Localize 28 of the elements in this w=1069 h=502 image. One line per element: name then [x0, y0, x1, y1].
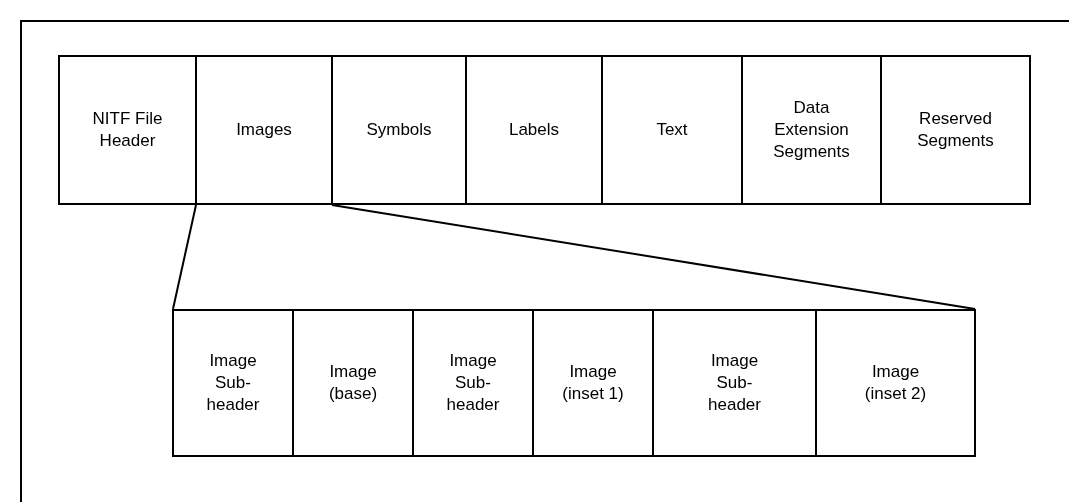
- segment-box: [292, 309, 414, 457]
- segment-box: [601, 55, 743, 205]
- segment-box: [331, 55, 467, 205]
- segment-label: Images: [235, 119, 293, 141]
- segment-label: Data Extension Segments: [772, 97, 851, 163]
- segment-box: [195, 55, 333, 205]
- segment-label: NITF File Header: [91, 108, 164, 152]
- segment-label: Image (base): [327, 361, 379, 405]
- segment-label: Labels: [507, 119, 561, 141]
- segment-label: Image Sub- header: [445, 350, 501, 416]
- segment-label: Image Sub- header: [205, 350, 261, 416]
- segment-box: [58, 55, 197, 205]
- expansion-line: [331, 204, 976, 310]
- segment-box: [741, 55, 882, 205]
- segment-label: Text: [655, 119, 689, 141]
- segment-box: [880, 55, 1031, 205]
- expansion-line: [172, 204, 197, 310]
- segment-box: [652, 309, 817, 457]
- segment-label: Symbols: [365, 119, 433, 141]
- segment-box: [532, 309, 654, 457]
- segment-label: Image Sub- header: [707, 350, 762, 416]
- segment-label: Image (inset 2): [863, 361, 928, 405]
- segment-box: [815, 309, 976, 457]
- segment-box: [412, 309, 534, 457]
- segment-label: Reserved Segments: [916, 108, 995, 152]
- segment-box: [172, 309, 294, 457]
- segment-label: Image (inset 1): [561, 361, 625, 405]
- segment-box: [465, 55, 603, 205]
